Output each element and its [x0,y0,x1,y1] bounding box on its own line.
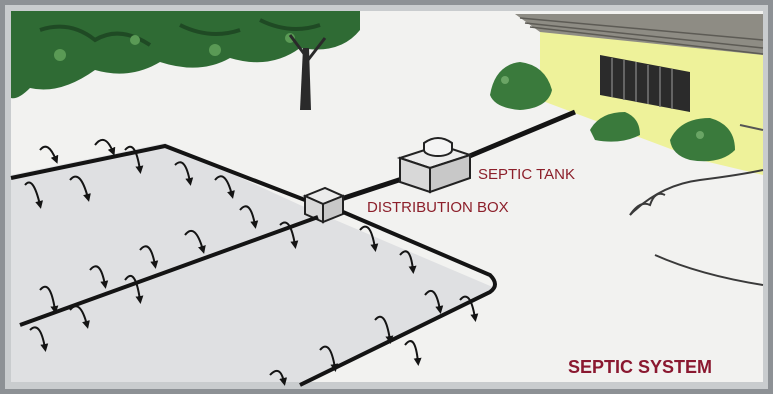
distribution-box [305,188,343,222]
septic-tank-label: SEPTIC TANK [478,166,575,183]
caption-label: SEPTIC SYSTEM [568,357,712,377]
distribution-box-label: DISTRIBUTION BOX [367,199,509,216]
